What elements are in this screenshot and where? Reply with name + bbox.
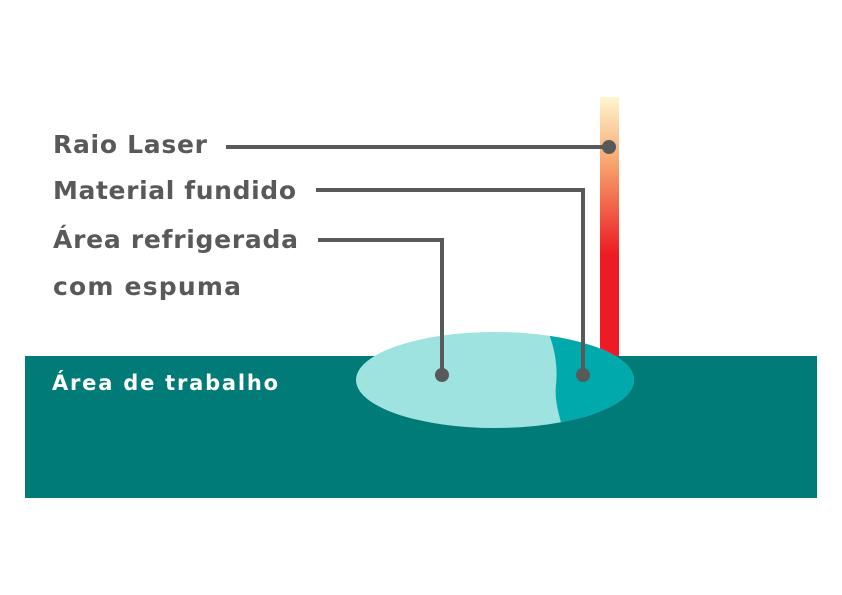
label-laser-beam: Raio Laser xyxy=(53,130,208,159)
laser-beam xyxy=(600,97,619,359)
label-cooled-area: Área refrigerada xyxy=(53,225,298,254)
leader-line-molten xyxy=(316,188,585,375)
label-molten-material: Material fundido xyxy=(53,176,296,205)
marker-dot-laser xyxy=(602,140,616,154)
marker-dot-cooled xyxy=(435,368,449,382)
label-work-area: Área de trabalho xyxy=(52,370,278,395)
marker-dot-molten xyxy=(576,368,590,382)
label-cooled-area-line2: com espuma xyxy=(53,272,241,301)
leader-line-cooled xyxy=(318,238,444,375)
